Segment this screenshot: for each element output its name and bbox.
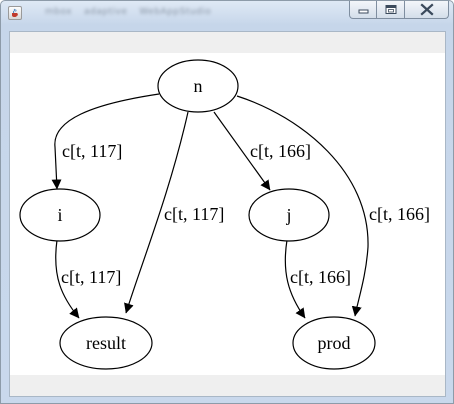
node-n[interactable]: n xyxy=(157,59,239,113)
window-title-part: mbox xyxy=(45,7,73,17)
maximize-icon xyxy=(385,5,397,14)
node-result[interactable]: result xyxy=(59,316,153,370)
edge-j-prod xyxy=(284,239,306,319)
top-strip xyxy=(10,32,445,53)
maximize-button[interactable] xyxy=(377,1,405,19)
edge-label-i-result: c[t, 117] xyxy=(61,267,121,287)
window-title: mbox adaptive WebAppStudio xyxy=(45,7,211,17)
node-j[interactable]: j xyxy=(248,188,330,242)
edge-label-j-prod: c[t, 166] xyxy=(290,267,351,287)
edge-label-n-prod: c[t, 166] xyxy=(369,204,430,224)
window-controls xyxy=(349,1,449,20)
node-i[interactable]: i xyxy=(19,188,101,242)
minimize-button[interactable] xyxy=(349,1,377,19)
window-title-part: adaptive xyxy=(84,7,128,17)
close-icon xyxy=(420,3,434,16)
node-prod[interactable]: prod xyxy=(292,316,376,370)
edge-n-i xyxy=(51,93,160,190)
minimize-icon xyxy=(358,9,369,14)
node-label-n: n xyxy=(194,76,203,96)
bottom-strip xyxy=(10,375,445,396)
node-label-i: i xyxy=(57,205,62,225)
edge-i-result xyxy=(55,239,80,319)
graph-panel: n i j result prod c[t, 117] c[t, 117] c[… xyxy=(9,31,446,397)
java-coffee-icon[interactable] xyxy=(8,6,22,20)
close-button[interactable] xyxy=(405,1,449,19)
edge-label-n-i: c[t, 117] xyxy=(62,141,122,161)
title-bar[interactable]: mbox adaptive WebAppStudio xyxy=(1,1,453,25)
edge-n-j xyxy=(213,111,271,191)
node-label-result: result xyxy=(86,333,126,353)
window-title-part: WebAppStudio xyxy=(139,7,212,17)
node-label-j: j xyxy=(285,205,291,225)
edge-n-result xyxy=(124,111,189,314)
edge-label-n-j: c[t, 166] xyxy=(250,141,311,161)
edge-n-prod xyxy=(236,95,369,317)
node-label-prod: prod xyxy=(318,333,351,353)
edge-label-n-result: c[t, 117] xyxy=(164,204,224,224)
